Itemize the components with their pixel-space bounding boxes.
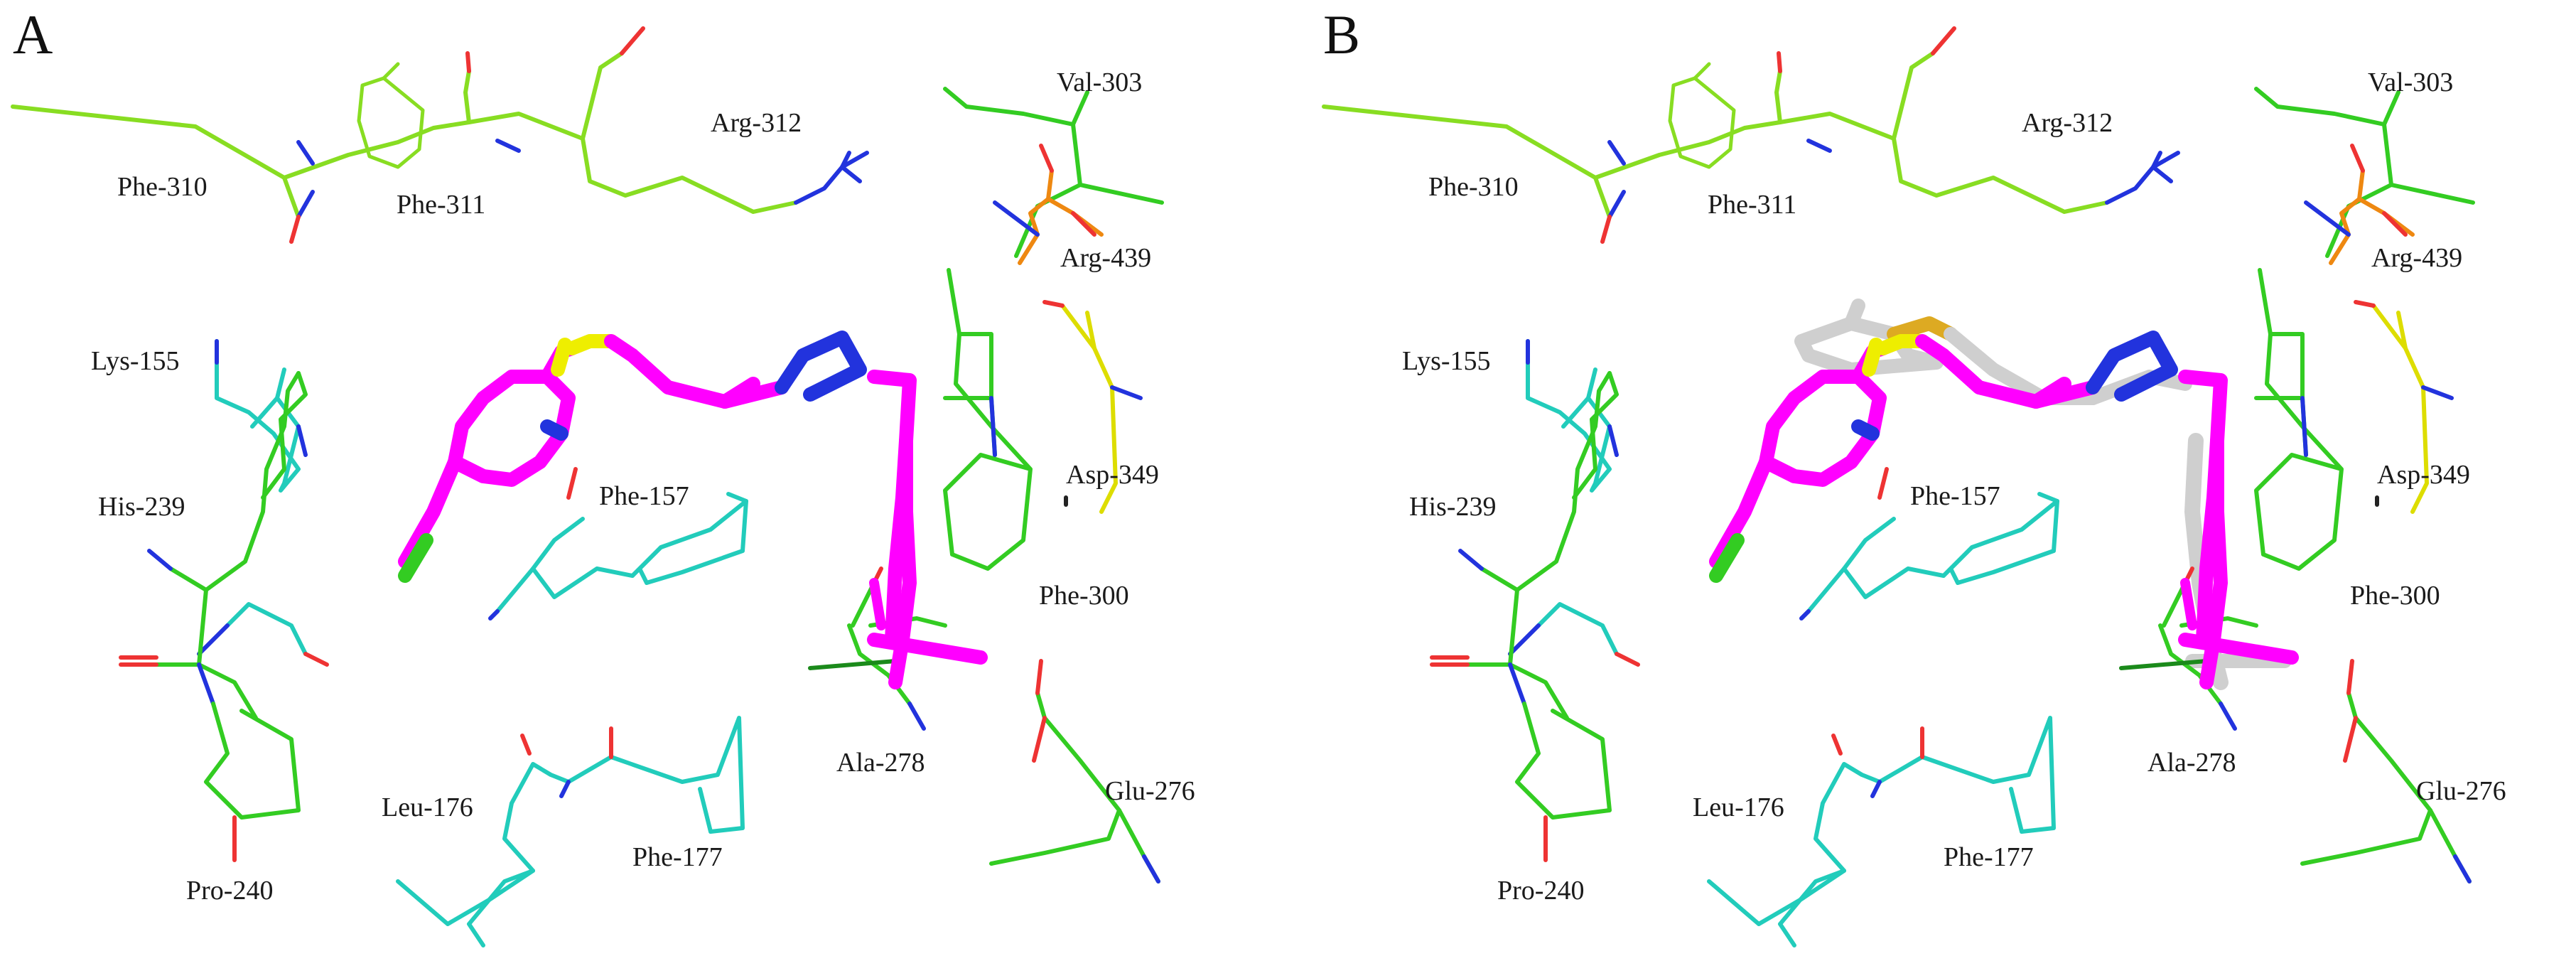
label-leu176: Leu-176 [382, 793, 473, 822]
panel-b: B Phe-310 Phe-311 Arg-312 Val-303 Arg-43… [1323, 4, 2506, 945]
label-arg312: Arg-312 [711, 108, 802, 138]
label-arg439: Arg-439 [2371, 243, 2462, 273]
panel-a: A Phe-310 Phe-311 Arg-312 Val-303 Arg-43… [13, 4, 1195, 945]
panel-label-b: B [1323, 4, 1360, 65]
label-pro240: Pro-240 [1497, 876, 1584, 906]
label-phe311: Phe-311 [397, 190, 485, 220]
label-phe300: Phe-300 [2350, 581, 2440, 611]
label-phe157: Phe-157 [599, 481, 689, 511]
label-his239: His-239 [1409, 492, 1496, 522]
label-leu176: Leu-176 [1693, 793, 1784, 822]
label-pro240: Pro-240 [186, 876, 273, 906]
label-asp349: Asp-349 [2377, 460, 2470, 490]
panel-b-labels: Phe-310 Phe-311 Arg-312 Val-303 Arg-439 … [1402, 68, 2506, 906]
label-lys155: Lys-155 [1402, 346, 1491, 376]
label-phe157: Phe-157 [1910, 481, 2000, 511]
label-lys155: Lys-155 [91, 346, 180, 376]
label-ala278: Ala-278 [836, 748, 925, 778]
label-phe310: Phe-310 [1428, 172, 1519, 202]
label-his239: His-239 [98, 492, 185, 522]
label-phe177: Phe-177 [632, 842, 723, 872]
label-phe300: Phe-300 [1039, 581, 1129, 611]
label-phe310: Phe-310 [117, 172, 208, 202]
panel-label-a: A [13, 4, 53, 65]
label-val303: Val-303 [2368, 68, 2453, 97]
label-ala278: Ala-278 [2147, 748, 2236, 778]
label-val303: Val-303 [1057, 68, 1142, 97]
panel-a-labels: Phe-310 Phe-311 Arg-312 Val-303 Arg-439 … [91, 68, 1195, 906]
label-glu276: Glu-276 [1105, 776, 1195, 806]
label-phe311: Phe-311 [1708, 190, 1796, 220]
label-phe177: Phe-177 [1944, 842, 2034, 872]
label-arg439: Arg-439 [1060, 243, 1151, 273]
label-glu276: Glu-276 [2416, 776, 2506, 806]
label-arg312: Arg-312 [2022, 108, 2113, 138]
label-asp349: Asp-349 [1066, 460, 1159, 490]
